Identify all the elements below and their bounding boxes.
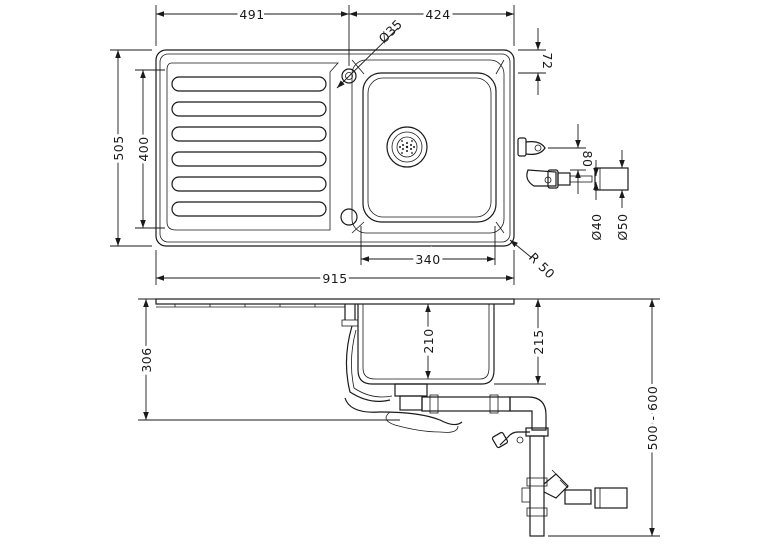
dim-overall-depth: 505: [111, 135, 126, 160]
dim-right-width: 424: [425, 7, 450, 22]
dim-inner-depth: 400: [136, 136, 151, 161]
waste-strainer-icon: [399, 140, 415, 154]
dim-installation-depth: 306: [139, 347, 154, 372]
waste-body: [394, 383, 428, 397]
pipe-branch: [543, 473, 569, 499]
overflow-hole: [340, 208, 358, 226]
bowl-outer: [351, 59, 505, 234]
horizontal-waste-pipe: [421, 396, 511, 412]
trap-fitting: [526, 167, 629, 191]
drainer-area: [166, 62, 339, 231]
dim-overall-width: 915: [322, 271, 347, 286]
dim-bowl-depth: 210: [421, 328, 436, 353]
sink-outer-rim: [155, 49, 515, 247]
waste-outlet: [386, 126, 428, 168]
dim-pipe-small: Ø40: [589, 213, 604, 240]
dim-tap-hole: Ø35: [376, 16, 406, 46]
sink-inner-rim: [159, 53, 511, 243]
sink-deck-section: [155, 298, 515, 305]
tap-hole: [341, 68, 357, 84]
bowl: [362, 72, 497, 223]
dim-cabinet-height: 500 - 600: [645, 386, 660, 451]
top-dimensions: 491 424 Ø35 72 505 400 80 Ø40: [108, 4, 630, 289]
pipe-elbow: [509, 396, 547, 431]
dim-overflow-height: 80: [580, 151, 595, 168]
dim-left-width: 491: [239, 7, 264, 22]
side-view: [155, 298, 628, 537]
dim-bowl-width: 340: [415, 252, 440, 267]
side-dimensions: 306 210 215 500 - 600: [136, 298, 663, 537]
dim-bowl-depth-side: 215: [531, 329, 546, 354]
dim-pipe-large: Ø50: [615, 213, 630, 240]
overflow-tube: [345, 325, 391, 402]
drainer-grooves: [171, 76, 327, 217]
overflow-connector: [517, 137, 546, 157]
dim-bowl-offset: 72: [540, 53, 555, 70]
dim-corner-radius: R 50: [526, 250, 558, 282]
